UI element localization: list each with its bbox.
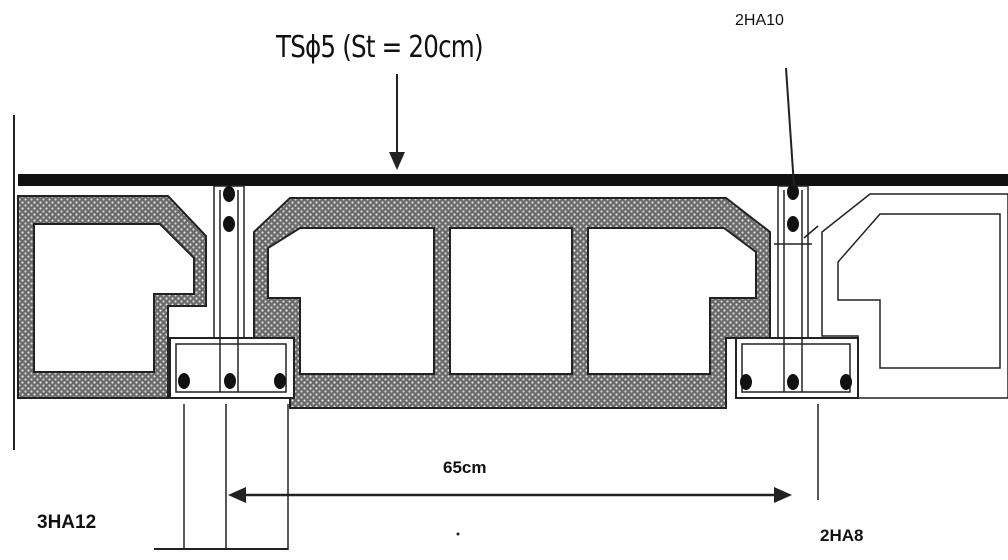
- compression-slab: [18, 174, 1008, 186]
- hollow-block-left: [17, 195, 207, 399]
- rebar-dot: [787, 216, 799, 232]
- rebar-dot: [223, 186, 235, 202]
- bottom-bars-left-label: 3HA12: [37, 512, 97, 533]
- mesh-label: TSϕ5 (St = 20cm): [276, 30, 484, 65]
- joist-left: [169, 185, 295, 399]
- rebar-dot: [223, 216, 235, 232]
- rebar-dot: [840, 374, 852, 390]
- rebar-dot: [274, 373, 286, 389]
- rebar-dot: [224, 373, 236, 389]
- rebar-dot: [178, 373, 190, 389]
- mesh-leader-arrow: [389, 74, 405, 170]
- top-bars-label: 2HA10: [735, 12, 784, 29]
- hollow-block-right: [821, 193, 1008, 399]
- rebar-dot: [787, 184, 799, 200]
- rebar-dot: [787, 374, 799, 390]
- span-dimension-line: [228, 487, 792, 503]
- top-bars-leader: [785, 67, 795, 187]
- stray-dot: [456, 532, 460, 536]
- hollow-block-middle: [253, 197, 771, 409]
- joist-right: [735, 184, 859, 399]
- rebar-dot: [740, 374, 752, 390]
- bottom-bars-left-leaders: [154, 404, 289, 550]
- bottom-bars-right-label: 2HA8: [820, 526, 864, 545]
- span-label: 65cm: [443, 458, 487, 477]
